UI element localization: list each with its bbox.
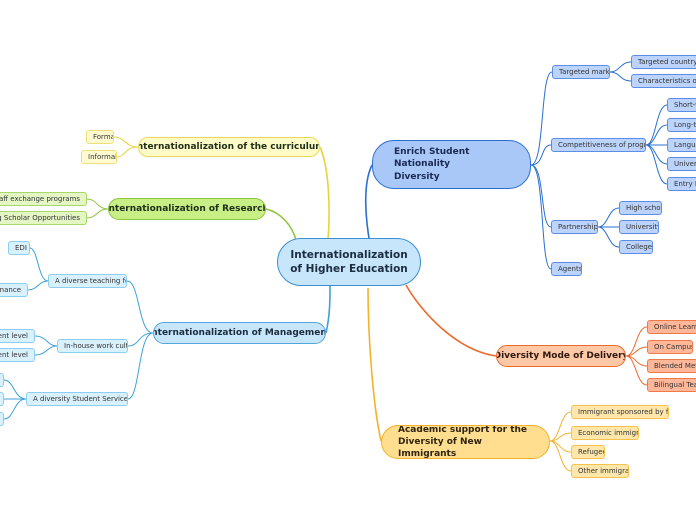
immigrant-economic[interactable]: Economic immigrant: [571, 426, 639, 440]
enrich-partnerships[interactable]: Partnerships: [551, 220, 598, 234]
service-leaf-1[interactable]: [0, 373, 4, 387]
delivery-bilingual[interactable]: Bilingual Teaching: [647, 378, 696, 392]
branch-management[interactable]: Internationalization of Management: [153, 322, 326, 344]
programs-university[interactable]: University: [667, 157, 696, 171]
partnerships-college[interactable]: College: [619, 240, 653, 254]
delivery-on-campus[interactable]: On Campus: [647, 340, 693, 354]
teaching-governance[interactable]: Governance: [0, 283, 28, 297]
partnerships-university[interactable]: University: [619, 220, 659, 234]
programs-entry-requirements[interactable]: Entry Requirements: [667, 177, 696, 191]
connector-management: [325, 285, 331, 334]
enrich-agents[interactable]: Agents: [551, 262, 582, 276]
connector-curriculum: [319, 146, 330, 241]
immigrant-other[interactable]: Other immigrant: [571, 464, 629, 478]
curriculum-informal[interactable]: Informal: [81, 150, 117, 164]
immigrant-family[interactable]: Immigrant sponsored by family: [571, 405, 669, 419]
delivery-blended[interactable]: Blended Method: [647, 359, 696, 373]
programs-language[interactable]: Language: [667, 138, 696, 152]
connector-enrich: [364, 164, 373, 245]
management-work-culture[interactable]: In-house work culture: [57, 339, 128, 353]
connector-delivery: [405, 284, 497, 357]
enrich-targeted-market[interactable]: Targeted market: [552, 65, 610, 79]
research-visiting-scholar[interactable]: Visiting Scholar Opportunities: [0, 211, 87, 225]
management-teaching-force[interactable]: A diverse teaching force: [48, 274, 127, 288]
programs-short-term[interactable]: Short-term: [667, 98, 696, 112]
curriculum-formal[interactable]: Formal: [86, 130, 114, 144]
connector-research: [265, 208, 297, 241]
programs-long-term[interactable]: Long-term: [667, 118, 696, 132]
enrich-competitiveness[interactable]: Competitiveness of programs: [551, 138, 646, 152]
market-country-region[interactable]: Targeted country / region: [631, 55, 696, 69]
immigrant-refugee[interactable]: Refugee: [571, 445, 605, 459]
research-exchange-programs[interactable]: Faculty staff exchange programs: [0, 192, 87, 206]
culture-department-level[interactable]: Department level: [0, 348, 35, 362]
service-leaf-2[interactable]: [0, 392, 4, 406]
branch-delivery[interactable]: Diversity Mode of Delivery: [496, 345, 626, 367]
service-leaf-3[interactable]: [0, 412, 4, 426]
culture-management-level[interactable]: Management level: [0, 329, 35, 343]
branch-curriculum[interactable]: Internationalization of the curriculum: [138, 137, 320, 157]
branch-research[interactable]: Internationalization of Research: [108, 198, 266, 220]
partnerships-high-school[interactable]: High school: [619, 201, 662, 215]
market-characteristics[interactable]: Characteristics of the market: [631, 74, 696, 88]
delivery-online[interactable]: Online Learning: [647, 320, 696, 334]
management-student-service[interactable]: A diversity Student Service Team: [26, 392, 128, 406]
teaching-edi[interactable]: EDI: [8, 241, 30, 255]
connector-academic: [367, 287, 382, 442]
